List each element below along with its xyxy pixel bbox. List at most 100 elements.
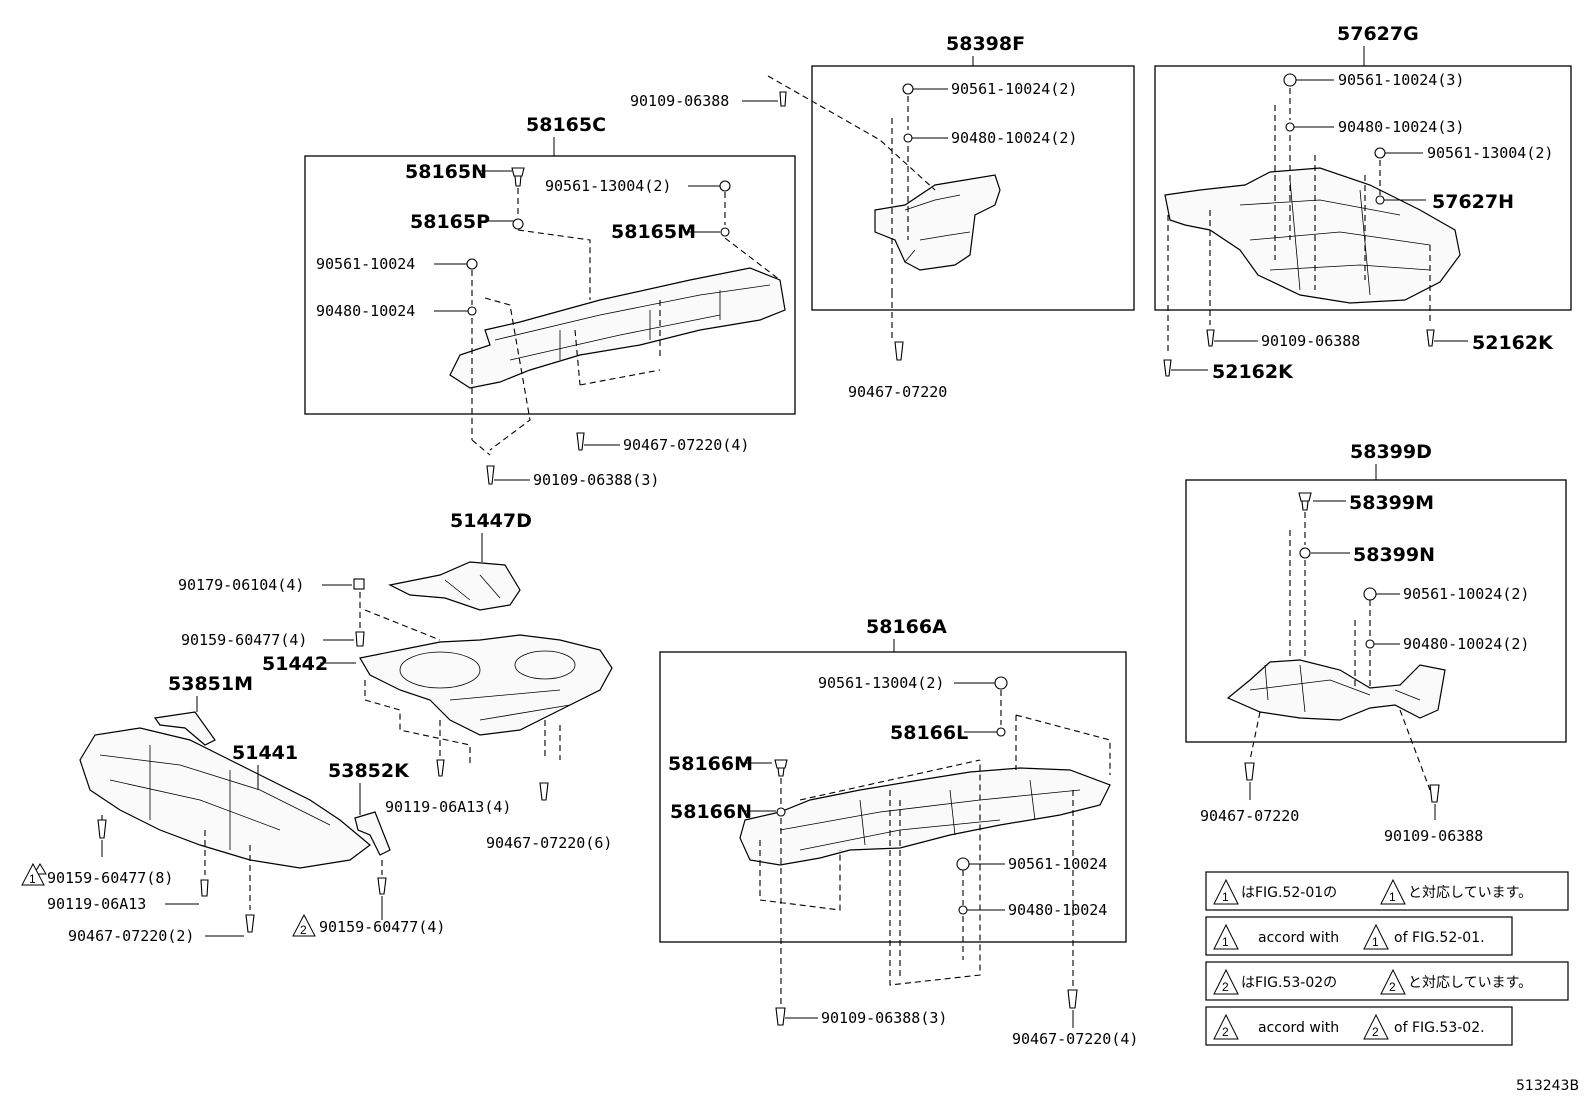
label-52162K-b: 52162K [1212,361,1294,383]
bracket-53852K [354,811,391,856]
shield-58398F [874,174,1001,271]
screw-90159-8 [97,819,107,839]
group-title-58398F: 58398F [946,33,1025,55]
label-90109-06388-57627G: 90109-06388 [1261,332,1360,350]
screw-90159-4b [377,877,387,895]
cover-51441 [79,727,371,869]
group-box-58166A [659,651,1127,943]
group-57627G: 57627G 90561-10024(3) 90480-10024(3) 905… [1154,23,1572,383]
svg-text:1: 1 [29,872,36,886]
label-90467-07220-4-58166A: 90467-07220(4) [1012,1030,1138,1048]
label-90159-60477-8: 90159-60477(8) [47,869,173,887]
group-51447D: 51447D 90179-06104(4) 90159-60477(4) 514… [21,510,613,945]
label-90561-10024-3: 90561-10024(3) [1338,71,1464,89]
label-51441: 51441 [232,742,298,764]
clip-90480-58398F [903,133,913,143]
cover-51442 [359,634,613,736]
label-90561-13004-57627G: 90561-13004(2) [1427,144,1553,162]
label-90467-07220-6: 90467-07220(6) [486,834,612,852]
clip-90561-58165C [466,258,478,270]
label-90467-07220-2: 90467-07220(2) [68,927,194,945]
bolt-90109-58166A [775,1007,786,1026]
label-52162K-a: 52162K [1472,332,1554,354]
bolt-90119-a [436,759,445,777]
clip-58166M [774,759,788,777]
clip-58165P [512,218,524,230]
svg-text:1: 1 [1389,890,1396,904]
label-58166N: 58166N [670,801,752,823]
label-90561-13004-58165C: 90561-13004(2) [545,177,671,195]
group-58165C: 58165C 58165N 58165P 90561-13004(2) 5816… [304,114,796,489]
svg-text:of FIG.53-02.: of FIG.53-02. [1394,1020,1485,1036]
label-90109-06388-58399D: 90109-06388 [1384,827,1483,845]
clip-58166N [776,807,786,817]
cover-58399D [1226,659,1446,721]
clip-90561-13004-57627G [1374,147,1386,159]
screw-52162K-b [1163,359,1172,377]
label-90467-07220-4-58165C: 90467-07220(4) [623,436,749,454]
bolt-90467-58165C [576,432,585,451]
clip-58165N [511,167,525,187]
bolt-90467-58166A [1067,989,1078,1009]
svg-text:2: 2 [300,923,307,937]
clip-90480-57627G [1285,122,1295,132]
clip-58399M [1298,492,1312,511]
group-box-58165C [304,155,796,415]
deflector-51447D [388,561,521,611]
bolt-90467-6 [539,782,549,801]
svg-text:と対応しています。: と対応しています。 [1408,975,1532,991]
svg-text:accord with: accord with [1258,930,1339,946]
group-title-58399D: 58399D [1350,441,1432,463]
clip-57627H [1375,195,1385,205]
label-90561-10024-2: 90561-10024(2) [951,80,1077,98]
group-box-57627G [1154,65,1572,311]
label-53852K: 53852K [328,760,410,782]
group-title-58165C: 58165C [526,114,606,136]
clip-90561-57627G [1283,73,1297,87]
label-90119-06A13: 90119-06A13 [47,895,146,913]
clip-58166L [996,727,1006,737]
clip-90480-58165C [467,306,477,316]
label-90119-06A13-4: 90119-06A13(4) [385,798,511,816]
note-1-en [1205,916,1513,956]
group-box-58399D [1185,479,1567,743]
label-90109-06388-3-58165C: 90109-06388(3) [533,471,659,489]
label-51447D: 51447D [450,510,532,532]
svg-text:はFIG.52-01の: はFIG.52-01の [1241,885,1337,901]
bolt-90109-57627G [1206,329,1215,347]
label-58165M: 58165M [611,221,696,243]
svg-text:2: 2 [1372,1025,1379,1039]
svg-text:1: 1 [1222,935,1229,949]
label-58165N: 58165N [405,161,487,183]
clip-90480-58399D [1365,639,1375,649]
screw-90159-a [355,631,365,647]
label-90480-10024-2: 90480-10024(2) [951,129,1077,147]
label-90561-10024-58166A: 90561-10024 [1008,855,1107,873]
label-58166M: 58166M [668,753,753,775]
svg-text:はFIG.53-02の: はFIG.53-02の [1241,975,1337,991]
bolt-90467-58399D [1244,762,1255,781]
clip-58165M [720,227,730,237]
label-90159-60477-4-b: 90159-60477(4) [319,918,445,936]
group-58399D: 58399D 58399M 58399N 90561-10024(2) 9048… [1185,441,1567,845]
bolt-90109-58399D [1429,784,1440,803]
svg-text:と対応しています。: と対応しています。 [1408,885,1532,901]
bracket-53851M [153,711,216,746]
triangle-ref-1 [21,862,45,886]
clip-90561-58399D [1363,587,1377,601]
figure-id: 513243B [1516,1078,1579,1094]
label-51442: 51442 [262,653,328,675]
bolt-90109-06388-top: 90109-06388 [630,91,787,110]
group-title-57627G: 57627G [1337,23,1419,45]
svg-text:1: 1 [1372,935,1379,949]
bolt-90109-58165C [486,465,495,485]
label-90561-10024-58399D: 90561-10024(2) [1403,585,1529,603]
label-90561-13004-58166A: 90561-13004(2) [818,674,944,692]
cover-57627G [1164,167,1461,304]
label-90179-06104-4: 90179-06104(4) [178,576,304,594]
label-90480-10024-58166A: 90480-10024 [1008,901,1107,919]
cover-58166A [739,767,1111,866]
cover-58165C [449,267,786,389]
clip-90480-58166A [958,905,968,915]
